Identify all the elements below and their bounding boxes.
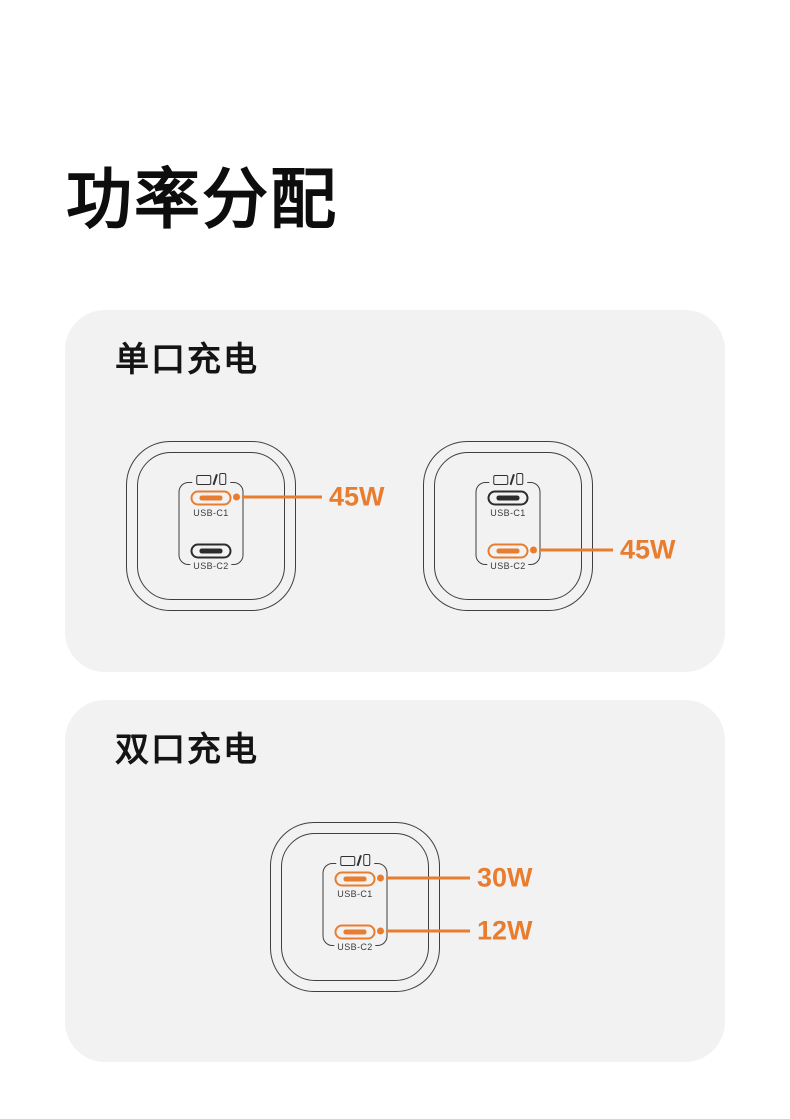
usb-c2-port [487,543,529,559]
laptop-phone-icon [489,471,527,485]
charger-inner-face [137,452,285,600]
power-callout-c2: 45W [530,534,676,565]
charger-inner-face [434,452,582,600]
port-bar [343,876,367,882]
power-label: 12W [477,915,533,946]
slash-icon [509,474,515,485]
power-callout-c1: 45W [233,481,385,512]
usb-c2-label: USB-C2 [334,942,376,952]
laptop-phone-icon [336,852,374,866]
callout-line [539,548,613,552]
usb-c2-label: USB-C2 [487,561,529,571]
callout-line [242,495,322,499]
usb-c1-label: USB-C1 [334,889,376,899]
single-port-card: 单口充电 USB-C1 USB-C2 45W [65,310,725,672]
callout-dot [377,927,384,935]
charger-front: USB-C1 USB-C2 [423,441,593,611]
single-port-heading: 单口充电 [115,341,259,379]
phone-icon [515,473,523,485]
laptop-icon [493,475,509,485]
port-bar [199,495,223,501]
power-callout-c1: 30W [377,862,533,893]
usb-c1-label: USB-C1 [190,508,232,518]
dual-port-heading: 双口充电 [115,731,259,769]
phone-icon [218,473,226,485]
callout-line [386,929,470,933]
port-bar [496,548,520,554]
port-bar [343,929,367,935]
slash-icon [356,855,362,866]
power-label: 30W [477,862,533,893]
callout-dot [530,546,537,554]
phone-icon [362,854,370,866]
charger-front: USB-C1 USB-C2 [270,822,440,992]
usb-c1-label: USB-C1 [487,508,529,518]
usb-c2-label: USB-C2 [190,561,232,571]
callout-line [386,876,470,880]
page-title: 功率分配 [66,162,338,236]
charger-front: USB-C1 USB-C2 [126,441,296,611]
callout-dot [377,874,384,882]
usb-c2-port [334,924,376,940]
charger-inner-face [281,833,429,981]
laptop-phone-icon [192,471,230,485]
power-label: 45W [620,534,676,565]
usb-c1-port [487,490,529,506]
port-bar [199,548,223,554]
usb-c2-port [190,543,232,559]
power-callout-c2: 12W [377,915,533,946]
laptop-icon [196,475,212,485]
usb-c1-port [334,871,376,887]
callout-dot [233,493,240,501]
laptop-icon [340,856,356,866]
port-bar [496,495,520,501]
dual-port-card: 双口充电 USB-C1 USB-C2 30W 12W [65,700,725,1062]
usb-c1-port [190,490,232,506]
slash-icon [212,474,218,485]
power-label: 45W [329,481,385,512]
